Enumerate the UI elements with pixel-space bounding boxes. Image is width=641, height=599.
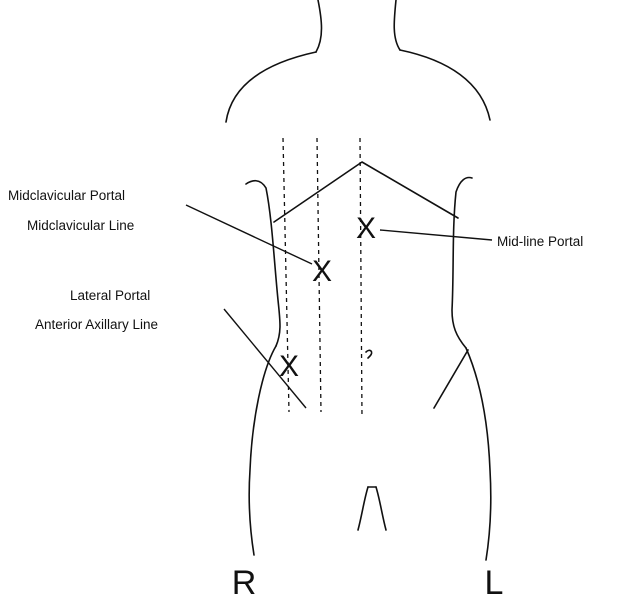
midclavicular-leader bbox=[186, 205, 312, 264]
neck-left bbox=[316, 0, 322, 52]
right-arm-inner-upper bbox=[452, 178, 472, 348]
neck-right bbox=[394, 0, 400, 50]
portal-labels: Midclavicular Portal Midclavicular Line … bbox=[8, 188, 583, 332]
midline-portal-mark: X bbox=[356, 212, 376, 245]
midline-portal-label: Mid-line Portal bbox=[497, 234, 583, 249]
leader-lines bbox=[186, 205, 492, 408]
shoulder-right bbox=[400, 50, 490, 120]
right-arm-to-hip bbox=[466, 348, 491, 560]
side-labels: R L bbox=[232, 564, 504, 599]
right-side-label: R bbox=[232, 564, 257, 599]
anterior-axillary-line-label: Anterior Axillary Line bbox=[35, 317, 158, 332]
midclavicular-line-label: Midclavicular Line bbox=[27, 218, 134, 233]
shoulder-left bbox=[226, 52, 316, 122]
groin-right bbox=[376, 487, 386, 530]
lateral-portal-mark: X bbox=[279, 350, 299, 383]
midline-dashed-line bbox=[360, 138, 362, 418]
groin-left bbox=[358, 487, 368, 530]
left-arm-inner-upper bbox=[246, 181, 280, 346]
midclavicular-portal-label: Midclavicular Portal bbox=[8, 188, 125, 203]
midline-leader bbox=[380, 230, 492, 240]
left-side-label: L bbox=[485, 564, 504, 599]
umbilicus bbox=[366, 350, 372, 358]
midclavicular-portal-mark: X bbox=[312, 255, 332, 288]
left-arm-to-hip bbox=[249, 346, 276, 555]
lateral-portal-label: Lateral Portal bbox=[70, 288, 150, 303]
body-outline bbox=[226, 0, 491, 560]
right-hip-line bbox=[434, 350, 468, 408]
